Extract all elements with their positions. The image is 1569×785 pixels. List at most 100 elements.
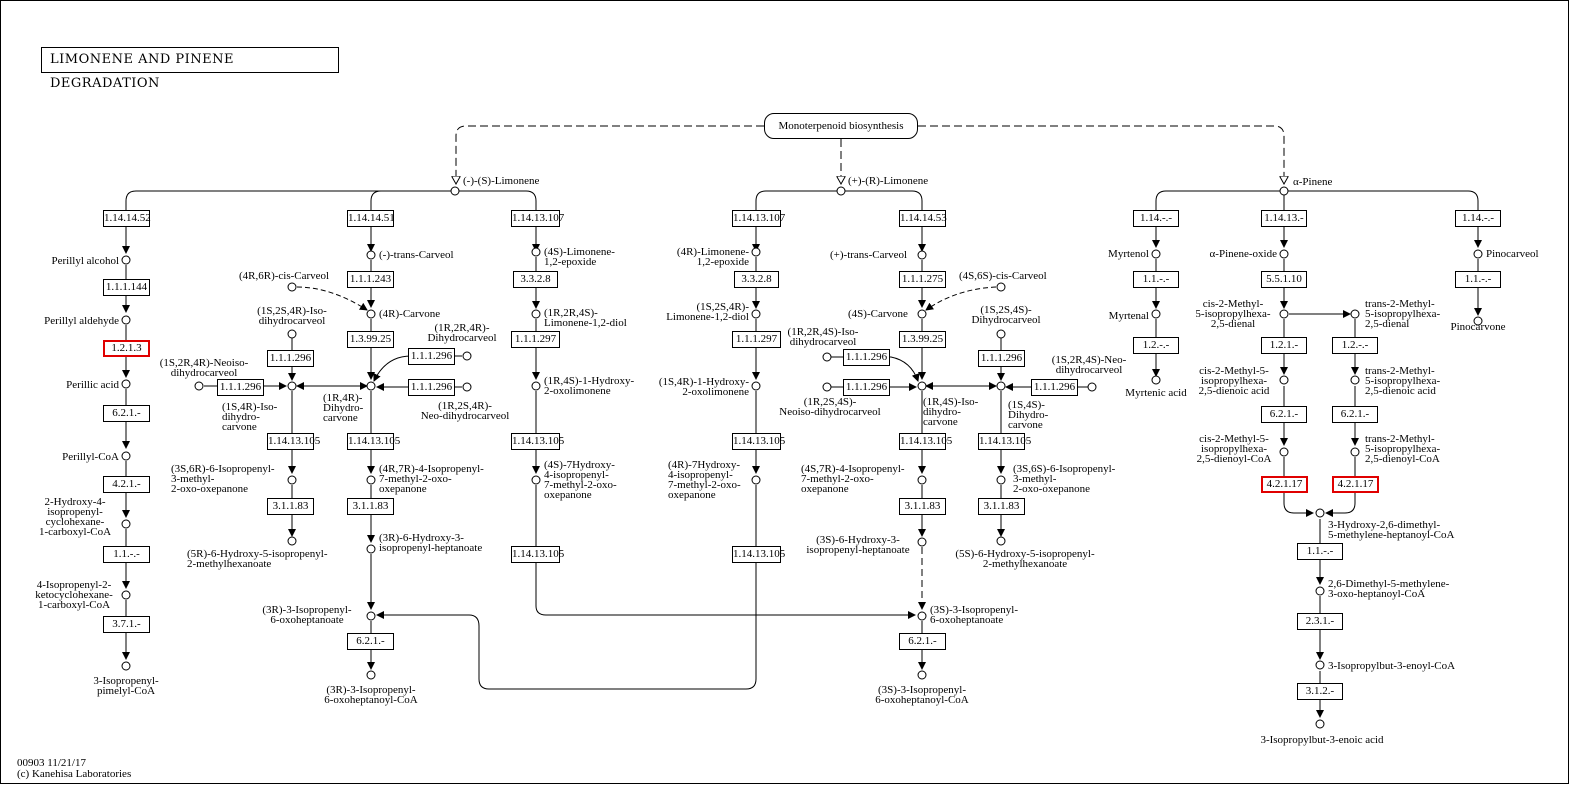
enzyme-box[interactable]: 1.14.13.105: [511, 546, 564, 563]
compound-label[interactable]: 4-Isopropenyl-2- ketocyclohexane- 1-carb…: [35, 579, 113, 611]
enzyme-box[interactable]: 4.2.1.-: [103, 476, 150, 493]
compound-label[interactable]: (1S,4S)- Dihydro- carvone: [1008, 399, 1049, 431]
enzyme-box[interactable]: 1.14.13.-: [1261, 210, 1307, 227]
enzyme-box[interactable]: 3.1.2.-: [1297, 683, 1343, 700]
enzyme-box[interactable]: 1.14.14.51: [347, 210, 395, 227]
compound-label[interactable]: (3S)-3-Isopropenyl- 6-oxoheptanoyl-CoA: [875, 684, 969, 706]
compound-label[interactable]: Myrtenol: [1108, 248, 1149, 260]
compound-label[interactable]: (1S,2R,4R)-Neoiso- dihydrocarveol: [159, 357, 249, 379]
compound-label[interactable]: Perillic acid: [66, 379, 119, 391]
compound-label[interactable]: (-)-trans-Carveol: [379, 249, 454, 261]
enzyme-box[interactable]: 1.14.13.105: [347, 433, 400, 450]
compound-label[interactable]: (1S,2S,4R)-Iso- dihydrocarveol: [257, 305, 327, 327]
enzyme-box[interactable]: 1.1.1.296: [408, 379, 455, 396]
enzyme-box[interactable]: 1.14.13.107: [511, 210, 564, 227]
enzyme-box-highlighted[interactable]: 4.2.1.17: [1261, 476, 1308, 493]
enzyme-box[interactable]: 3.3.2.8: [734, 271, 779, 288]
compound-label[interactable]: Myrtenic acid: [1125, 387, 1187, 399]
compound-label[interactable]: (3S)-3-Isopropenyl- 6-oxoheptanoate: [930, 604, 1018, 626]
enzyme-box[interactable]: 1.14.13.105: [267, 433, 320, 450]
enzyme-box[interactable]: 1.14.13.107: [732, 210, 785, 227]
enzyme-box[interactable]: 1.14.14.53: [899, 210, 947, 227]
compound-label[interactable]: (4R)-Carvone: [379, 308, 441, 320]
enzyme-box[interactable]: 3.3.2.8: [513, 271, 558, 288]
enzyme-box[interactable]: 5.5.1.10: [1261, 271, 1307, 288]
enzyme-box[interactable]: 1.1.1.296: [408, 348, 455, 365]
enzyme-box[interactable]: 2.3.1.-: [1297, 613, 1343, 630]
enzyme-box[interactable]: 6.2.1.-: [103, 405, 150, 422]
enzyme-box[interactable]: 1.14.14.52: [103, 210, 151, 227]
compound-label[interactable]: Perillyl aldehyde: [44, 315, 119, 327]
enzyme-box[interactable]: 1.2.-.-: [1332, 337, 1378, 354]
compound-label[interactable]: cis-2-Methyl-5- isopropylhexa- 2,5-dieno…: [1196, 433, 1272, 465]
compound-label[interactable]: α-Pinene: [1293, 176, 1333, 188]
compound-label[interactable]: cis-2-Methyl-5- isopropylhexa- 2,5-dieno…: [1198, 365, 1270, 397]
enzyme-box[interactable]: 3.1.1.83: [347, 498, 394, 515]
compound-label[interactable]: 3-Isopropylbut-3-enoyl-CoA: [1328, 660, 1456, 672]
compound-label[interactable]: (1S,2S,4R)- Limonene-1,2-diol: [666, 301, 749, 323]
compound-label[interactable]: (1R,2S,4S)- Neoiso-dihydrocarveol: [779, 396, 881, 418]
compound-label[interactable]: trans-2-Methyl- 5-isopropylhexa- 2,5-die…: [1365, 433, 1441, 465]
compound-label[interactable]: (1R,2R,4S)- Limonene-1,2-diol: [544, 307, 627, 329]
compound-label[interactable]: (4R)-Limonene- 1,2-epoxide: [676, 246, 749, 268]
compound-label[interactable]: Perillyl alcohol: [51, 255, 119, 267]
enzyme-box[interactable]: 1.1.-.-: [1297, 543, 1343, 560]
enzyme-box-highlighted[interactable]: 1.2.1.3: [103, 340, 150, 357]
enzyme-box[interactable]: 1.1.1.296: [843, 349, 890, 366]
compound-label[interactable]: (5S)-6-Hydroxy-5-isopropenyl- 2-methylhe…: [955, 548, 1095, 570]
enzyme-box[interactable]: 1.14.13.105: [511, 433, 564, 450]
compound-label[interactable]: Pinocarveol: [1486, 248, 1539, 260]
enzyme-box[interactable]: 3.1.1.83: [978, 498, 1025, 515]
compound-label[interactable]: (1R,4S)-Iso- dihydro- carvone: [923, 396, 979, 428]
compound-label[interactable]: (3R)-6-Hydroxy-3- isopropenyl-heptanoate: [379, 532, 483, 554]
compound-label[interactable]: (4R)-7Hydroxy- 4-isopropenyl- 7-methyl-2…: [668, 459, 741, 501]
compound-label[interactable]: cis-2-Methyl- 5-isopropylhexa- 2,5-diena…: [1195, 298, 1271, 330]
compound-label[interactable]: Pinocarvone: [1450, 321, 1506, 333]
compound-label[interactable]: α-Pinene-oxide: [1209, 248, 1277, 260]
compound-label[interactable]: (4S)-7Hydroxy- 4-isopropenyl- 7-methyl-2…: [544, 459, 617, 501]
enzyme-box[interactable]: 1.1.1.296: [843, 379, 890, 396]
compound-label[interactable]: (1R,4S)-1-Hydroxy- 2-oxolimonene: [544, 375, 635, 397]
enzyme-box[interactable]: 1.14.-.-: [1133, 210, 1179, 227]
compound-label[interactable]: (3S,6R)-6-Isopropenyl- 3-methyl- 2-oxo-o…: [171, 463, 275, 495]
enzyme-box[interactable]: 1.1.1.275: [899, 271, 946, 288]
compound-label[interactable]: 2-Hydroxy-4- isopropenyl- cyclohexane- 1…: [38, 496, 112, 538]
enzyme-box[interactable]: 1.14.-.-: [1455, 210, 1501, 227]
compound-label[interactable]: trans-2-Methyl- 5-isopropylhexa- 2,5-die…: [1365, 365, 1441, 397]
enzyme-box[interactable]: 6.2.1.-: [347, 633, 394, 650]
compound-label[interactable]: (1R,2R,4R)- Dihydrocarveol: [427, 322, 497, 344]
compound-label[interactable]: (+)-trans-Carveol: [830, 249, 908, 261]
enzyme-box[interactable]: 1.3.99.25: [347, 331, 394, 348]
enzyme-box[interactable]: 6.2.1.-: [1332, 406, 1378, 423]
compound-label[interactable]: Perillyl-CoA: [62, 451, 119, 463]
enzyme-box[interactable]: 3.1.1.83: [899, 498, 946, 515]
compound-label[interactable]: (3R)-3-Isopropenyl- 6-oxoheptanoate: [262, 604, 352, 626]
enzyme-box[interactable]: 3.1.1.83: [267, 498, 314, 515]
compound-label[interactable]: (+)-(R)-Limonene: [848, 175, 929, 187]
enzyme-box[interactable]: 1.1.1.144: [103, 279, 150, 296]
compound-label[interactable]: (4R,6R)-cis-Carveol: [239, 270, 330, 282]
compound-label[interactable]: (4S,7R)-4-Isopropenyl- 7-methyl-2-oxo- o…: [801, 463, 905, 495]
enzyme-box[interactable]: 3.7.1.-: [103, 616, 150, 633]
enzyme-box[interactable]: 1.14.13.105: [732, 546, 785, 563]
compound-label[interactable]: (4S)-Limonene- 1,2-epoxide: [544, 246, 615, 268]
compound-label[interactable]: 3-Isopropenyl- pimelyl-CoA: [93, 675, 159, 697]
enzyme-box[interactable]: 1.1.1.296: [217, 379, 264, 396]
compound-label[interactable]: (4S)-Carvone: [848, 308, 908, 320]
enzyme-box[interactable]: 6.2.1.-: [899, 633, 946, 650]
compound-label[interactable]: (4S,6S)-cis-Carveol: [959, 270, 1047, 282]
compound-label[interactable]: (1R,2R,4S)-Iso- dihydrocarveol: [787, 326, 859, 348]
compound-label[interactable]: Myrtenal: [1108, 310, 1149, 322]
compound-label[interactable]: (5R)-6-Hydroxy-5-isopropenyl- 2-methylhe…: [187, 548, 328, 570]
enzyme-box[interactable]: 1.1.1.296: [1031, 379, 1078, 396]
enzyme-box[interactable]: 1.14.13.105: [978, 433, 1031, 450]
pathway-link-monoterpenoid[interactable]: Monoterpenoid biosynthesis: [764, 113, 918, 139]
compound-label[interactable]: (1S,2R,4S)-Neo- dihydrocarveol: [1051, 354, 1127, 376]
enzyme-box[interactable]: 1.3.99.25: [899, 331, 946, 348]
enzyme-box[interactable]: 1.1.1.296: [978, 350, 1025, 367]
enzyme-box[interactable]: 1.14.13.105: [732, 433, 785, 450]
compound-label[interactable]: (1S,4R)-Iso- dihydro- carvone: [222, 401, 278, 433]
enzyme-box[interactable]: 1.2.1.-: [1261, 337, 1307, 354]
compound-label[interactable]: (1R,2S,4R)- Neo-dihydrocarveol: [420, 400, 510, 422]
compound-label[interactable]: (3S)-6-Hydroxy-3- isopropenyl-heptanoate: [806, 534, 910, 556]
